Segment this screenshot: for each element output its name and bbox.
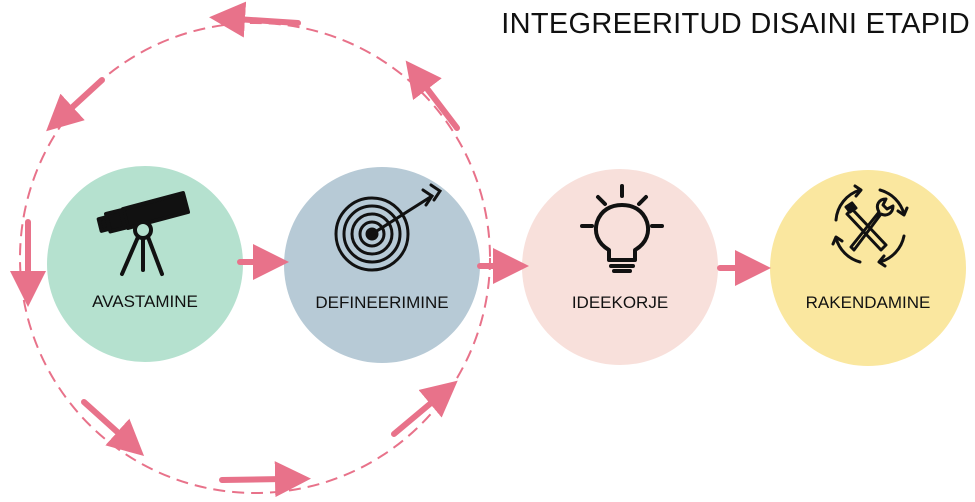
loop-arrow-top-left (46, 77, 105, 132)
stage-circle-rakendamine (770, 170, 966, 366)
loop-arrow-top (209, 1, 301, 38)
stage-label-ideekorje: IDEEKORJE (571, 293, 669, 312)
loop-arrow-bottom (219, 461, 311, 498)
loop-arrow-top-right (405, 60, 460, 131)
loop-arrow-bottom-right (391, 380, 458, 437)
tools-icon (831, 184, 909, 268)
target-icon (334, 183, 443, 272)
telescope-icon (96, 191, 190, 276)
stage-label-avastamine: AVASTAMINE (92, 292, 198, 311)
loop-arrow-bottom-left (81, 399, 145, 457)
stage-label-rakendamine: RAKENDAMINE (805, 293, 931, 312)
page-title: INTEGREERITUD DISAINI ETAPID (501, 8, 970, 40)
connector-arrows (237, 244, 771, 286)
stage-label-defineerimine: DEFINEERIMINE (315, 293, 449, 312)
lightbulb-icon (580, 184, 664, 273)
stage-circle-defineerimine (284, 167, 480, 363)
loop-arrows (10, 1, 460, 498)
